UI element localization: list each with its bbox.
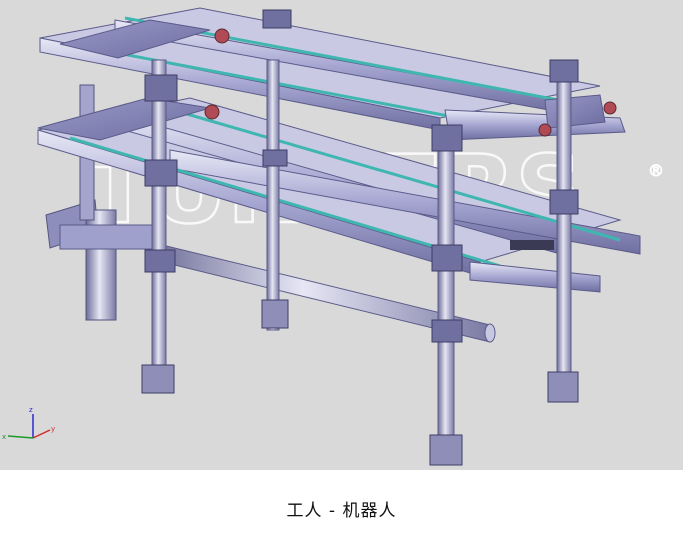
axis-x-label: x xyxy=(2,433,6,441)
axis-y-label: y xyxy=(51,425,55,433)
clamps xyxy=(144,9,579,343)
watermark-registered: ® xyxy=(648,161,664,180)
axis-triad: z x y xyxy=(2,406,55,441)
foot-bases xyxy=(141,299,579,466)
upper-conveyor xyxy=(39,7,626,141)
cad-viewport: TÜNKERS ® xyxy=(0,0,683,470)
axis-z-label: z xyxy=(29,406,33,414)
image-caption: 工人 - 机器人 xyxy=(286,501,397,521)
conveyor-cad-render: TÜNKERS ® xyxy=(2,7,665,466)
